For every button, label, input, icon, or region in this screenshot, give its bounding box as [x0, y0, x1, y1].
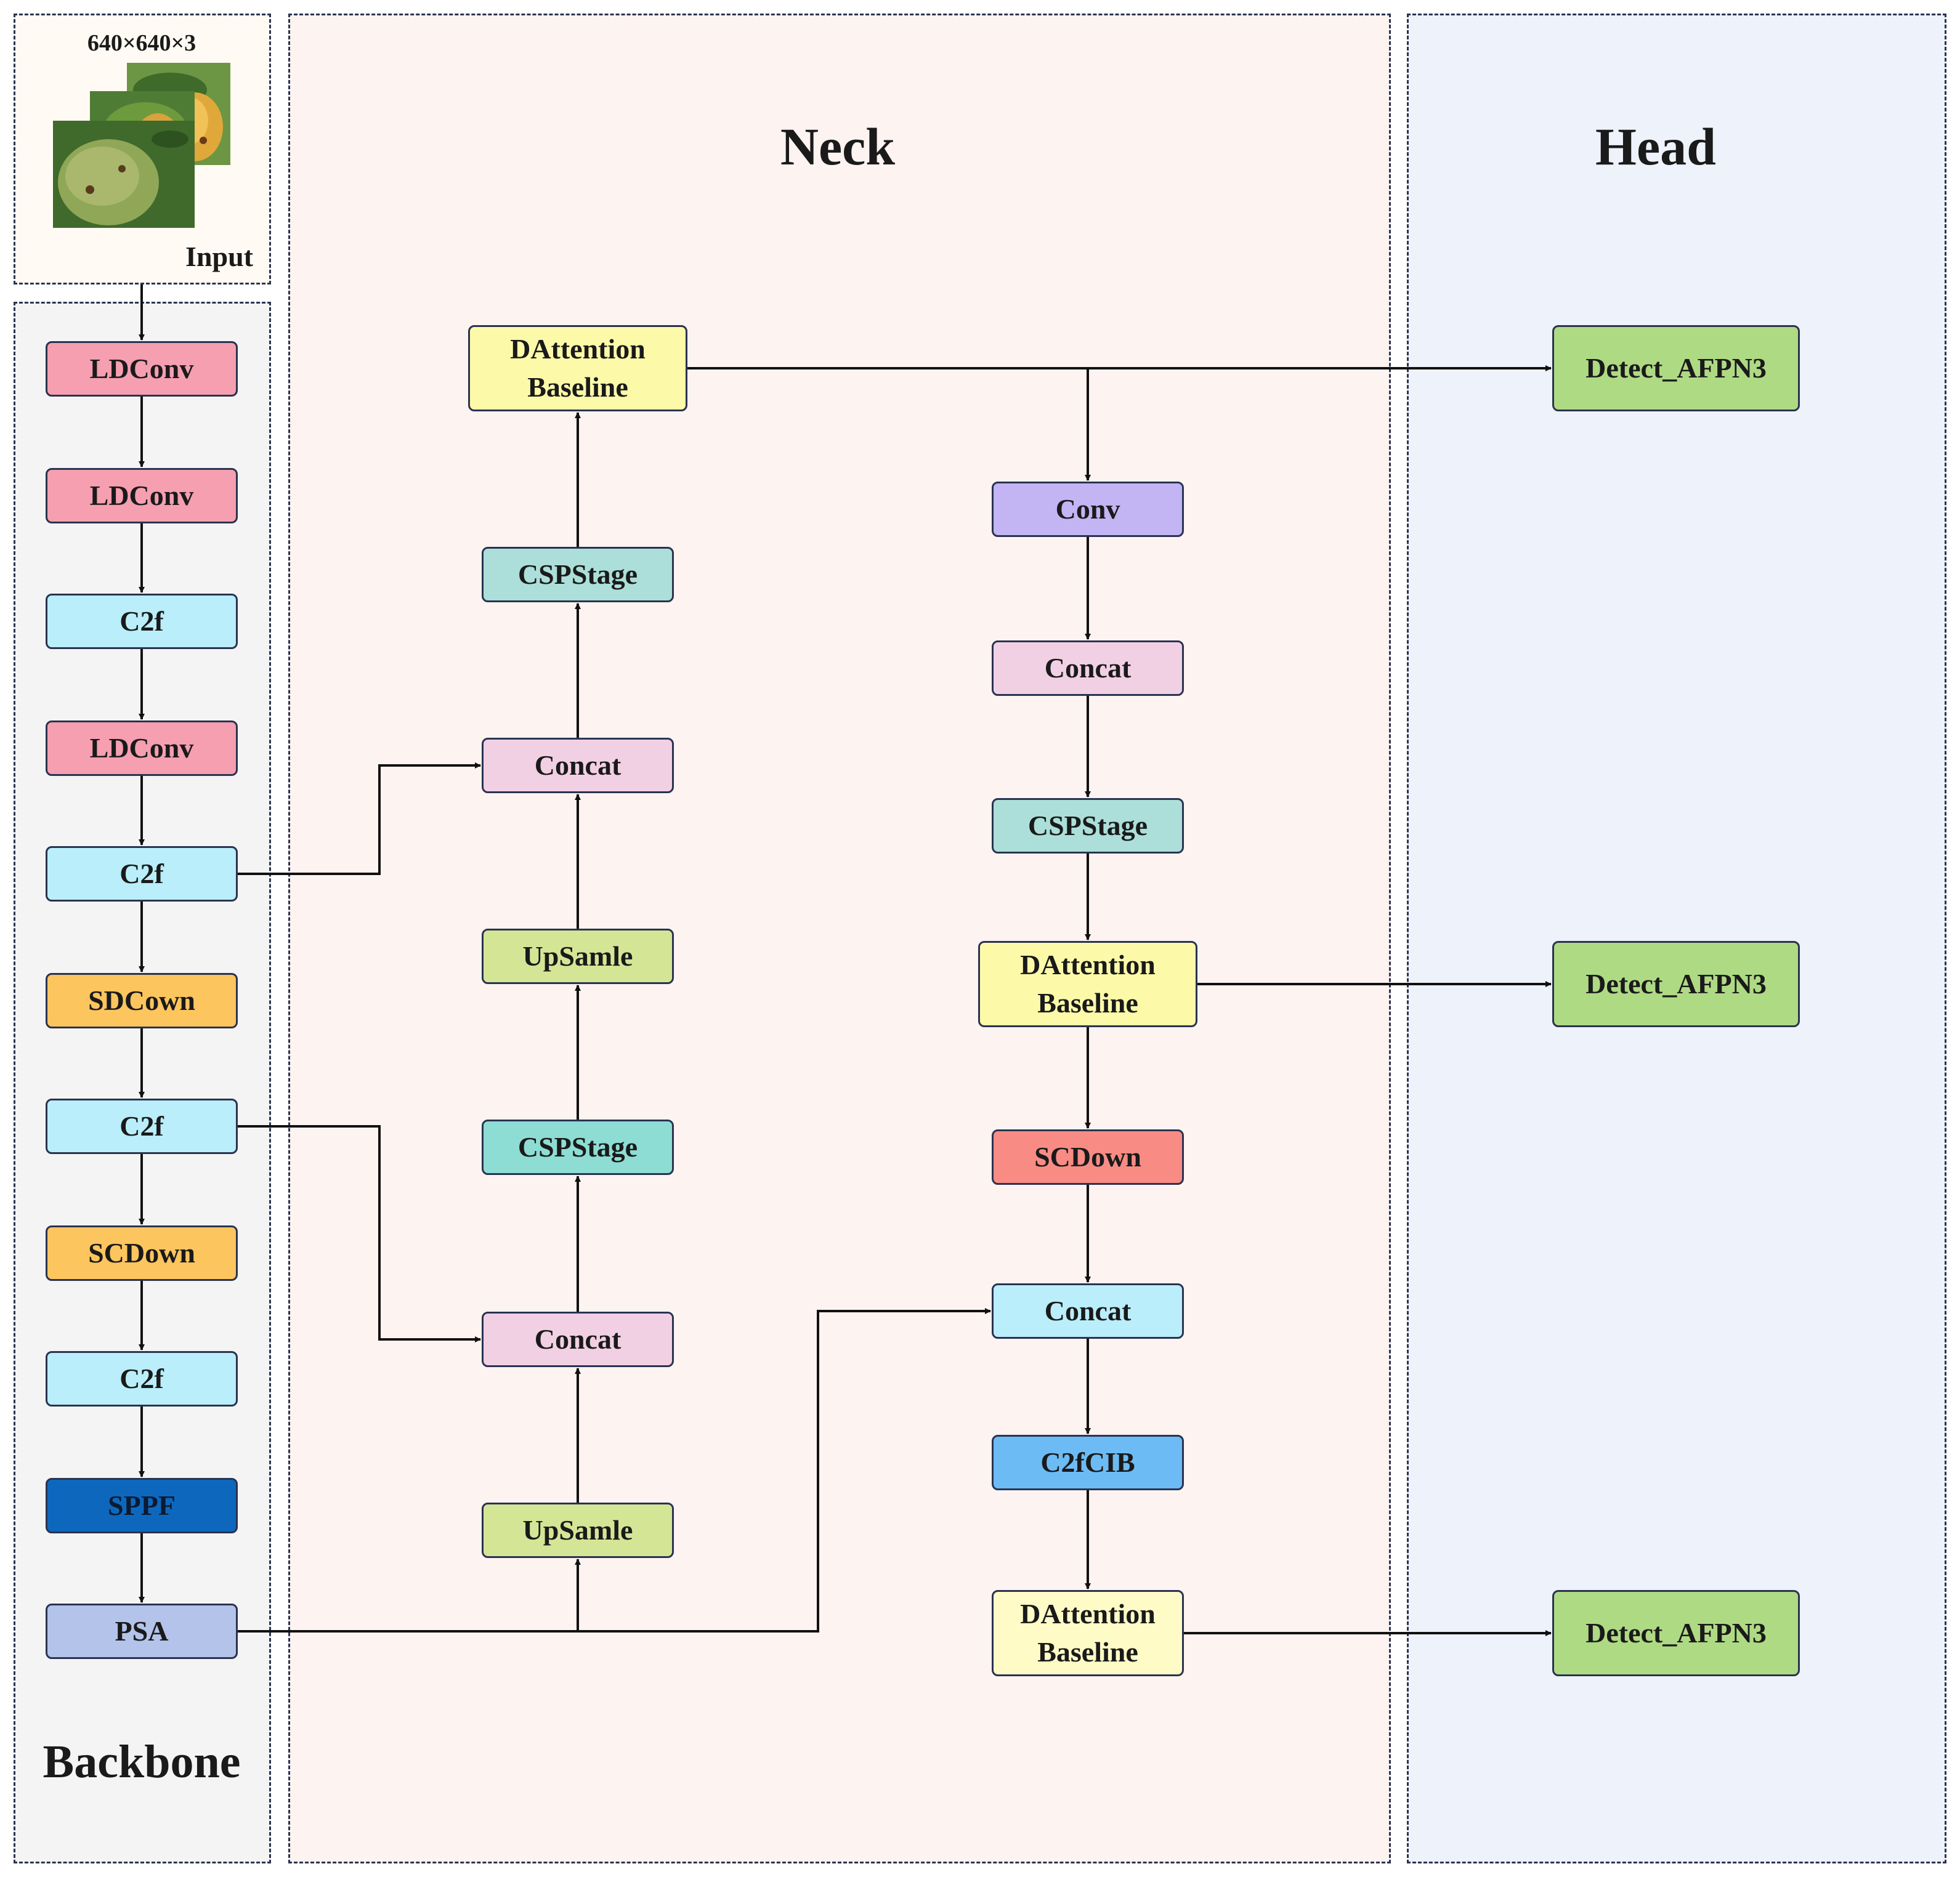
- block-conv: Conv: [992, 482, 1184, 537]
- block-c2f-4: C2f: [46, 1351, 238, 1407]
- block-detect-afpn3-1: Detect_AFPN3: [1552, 325, 1800, 411]
- block-ldconv-2: LDConv: [46, 468, 238, 523]
- block-c2f-3: C2f: [46, 1099, 238, 1154]
- head-panel: [1407, 14, 1946, 1863]
- input-label: Input: [185, 241, 253, 272]
- block-concat-2: Concat: [482, 1312, 674, 1367]
- block-dattention-neck-bottom: DAttention Baseline: [992, 1590, 1184, 1676]
- block-upsamle-2: UpSamle: [482, 1503, 674, 1558]
- block-psa: PSA: [46, 1604, 238, 1659]
- neck-panel: [288, 14, 1391, 1863]
- head-title: Head: [1595, 117, 1716, 176]
- block-c2fcib: C2fCIB: [992, 1435, 1184, 1490]
- input-image: [53, 63, 230, 228]
- block-concat-1: Concat: [482, 738, 674, 793]
- backbone-title: Backbone: [43, 1736, 241, 1788]
- block-dattention-neck-top: DAttention Baseline: [468, 325, 687, 411]
- block-c2f-1: C2f: [46, 594, 238, 649]
- neck-title: Neck: [780, 117, 896, 176]
- block-ldconv-3: LDConv: [46, 721, 238, 776]
- block-cspstage-3: CSPStage: [992, 798, 1184, 854]
- block-scdown-neck: SCDown: [992, 1129, 1184, 1185]
- block-c2f-2: C2f: [46, 846, 238, 902]
- block-cspstage-2: CSPStage: [482, 1120, 674, 1175]
- block-detect-afpn3-2: Detect_AFPN3: [1552, 941, 1800, 1027]
- block-cspstage-1: CSPStage: [482, 547, 674, 602]
- block-concat-4: Concat: [992, 1283, 1184, 1339]
- input-size-label: 640×640×3: [87, 30, 196, 56]
- block-upsamle-1: UpSamle: [482, 929, 674, 984]
- block-dattention-neck-mid: DAttention Baseline: [978, 941, 1197, 1027]
- block-concat-3: Concat: [992, 640, 1184, 696]
- block-sdcown: SDCown: [46, 973, 238, 1028]
- block-detect-afpn3-3: Detect_AFPN3: [1552, 1590, 1800, 1676]
- block-scdown-backbone: SCDown: [46, 1225, 238, 1281]
- block-ldconv-1: LDConv: [46, 341, 238, 397]
- block-sppf: SPPF: [46, 1478, 238, 1533]
